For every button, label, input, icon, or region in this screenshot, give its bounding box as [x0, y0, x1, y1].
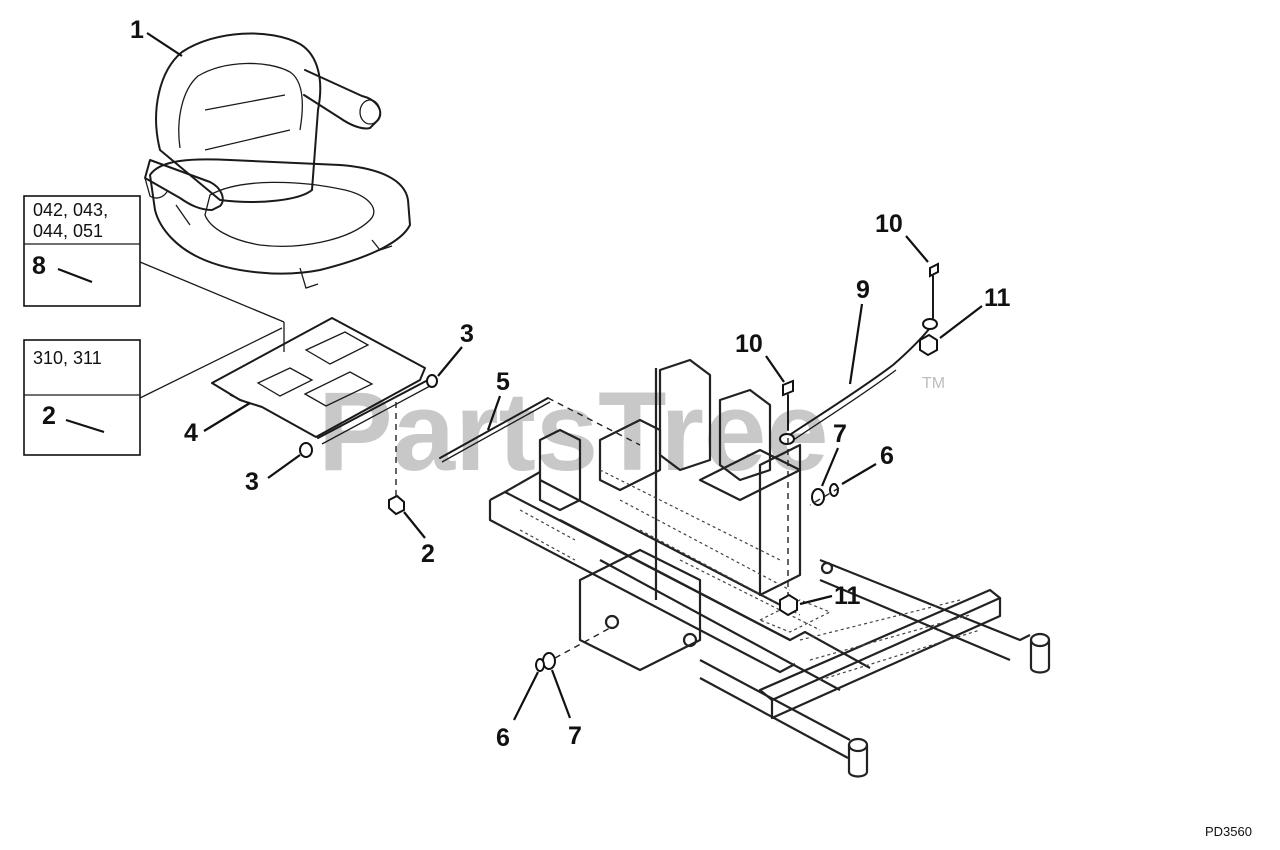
callout-6-right: 6: [880, 442, 894, 470]
callout-8: 8: [32, 252, 46, 280]
callout-6-bottom: 6: [496, 724, 510, 752]
cable-part[interactable]: [779, 318, 938, 445]
callout-2: 2: [421, 540, 435, 568]
rod-part[interactable]: [439, 397, 551, 463]
chassis-frame: [488, 358, 1051, 778]
callout-4: 4: [184, 419, 198, 447]
model-box-b-models: 310, 311: [33, 348, 102, 368]
callout-11-top: 11: [984, 284, 1011, 312]
callout-7-right: 7: [833, 420, 847, 448]
callout-3-bottom: 3: [245, 468, 259, 496]
watermark-trademark: TM: [922, 375, 945, 392]
callout-11-bottom: 11: [834, 582, 861, 610]
callouts: 1 2 3 3 4 5 6 6 7 7 9 10 10 11 11: [130, 16, 1011, 752]
box-a-connector: [139, 261, 285, 323]
callout-10-top: 10: [875, 210, 903, 238]
callout-1: 1: [130, 16, 144, 44]
callout-10-left: 10: [735, 330, 763, 358]
hardware: [90, 262, 939, 672]
model-box-a-models-line2: 044, 051: [33, 221, 103, 241]
callout-2-box: 2: [42, 402, 56, 430]
model-box-042-043-044-051: 042, 043, 044, 051 8: [23, 195, 141, 307]
callout-9: 9: [856, 276, 870, 304]
callout-3-top: 3: [460, 320, 474, 348]
seat-part[interactable]: [144, 32, 411, 289]
seat-plate-part[interactable]: [211, 317, 431, 445]
callout-5: 5: [496, 368, 510, 396]
box-b-connector: [139, 327, 283, 399]
model-box-310-311: 310, 311 2: [23, 339, 141, 456]
drawing-reference: PD3560: [1205, 824, 1252, 839]
model-box-a-models-line1: 042, 043,: [33, 200, 108, 220]
alignment-lines: [395, 397, 840, 659]
callout-7-bottom: 7: [568, 722, 582, 750]
